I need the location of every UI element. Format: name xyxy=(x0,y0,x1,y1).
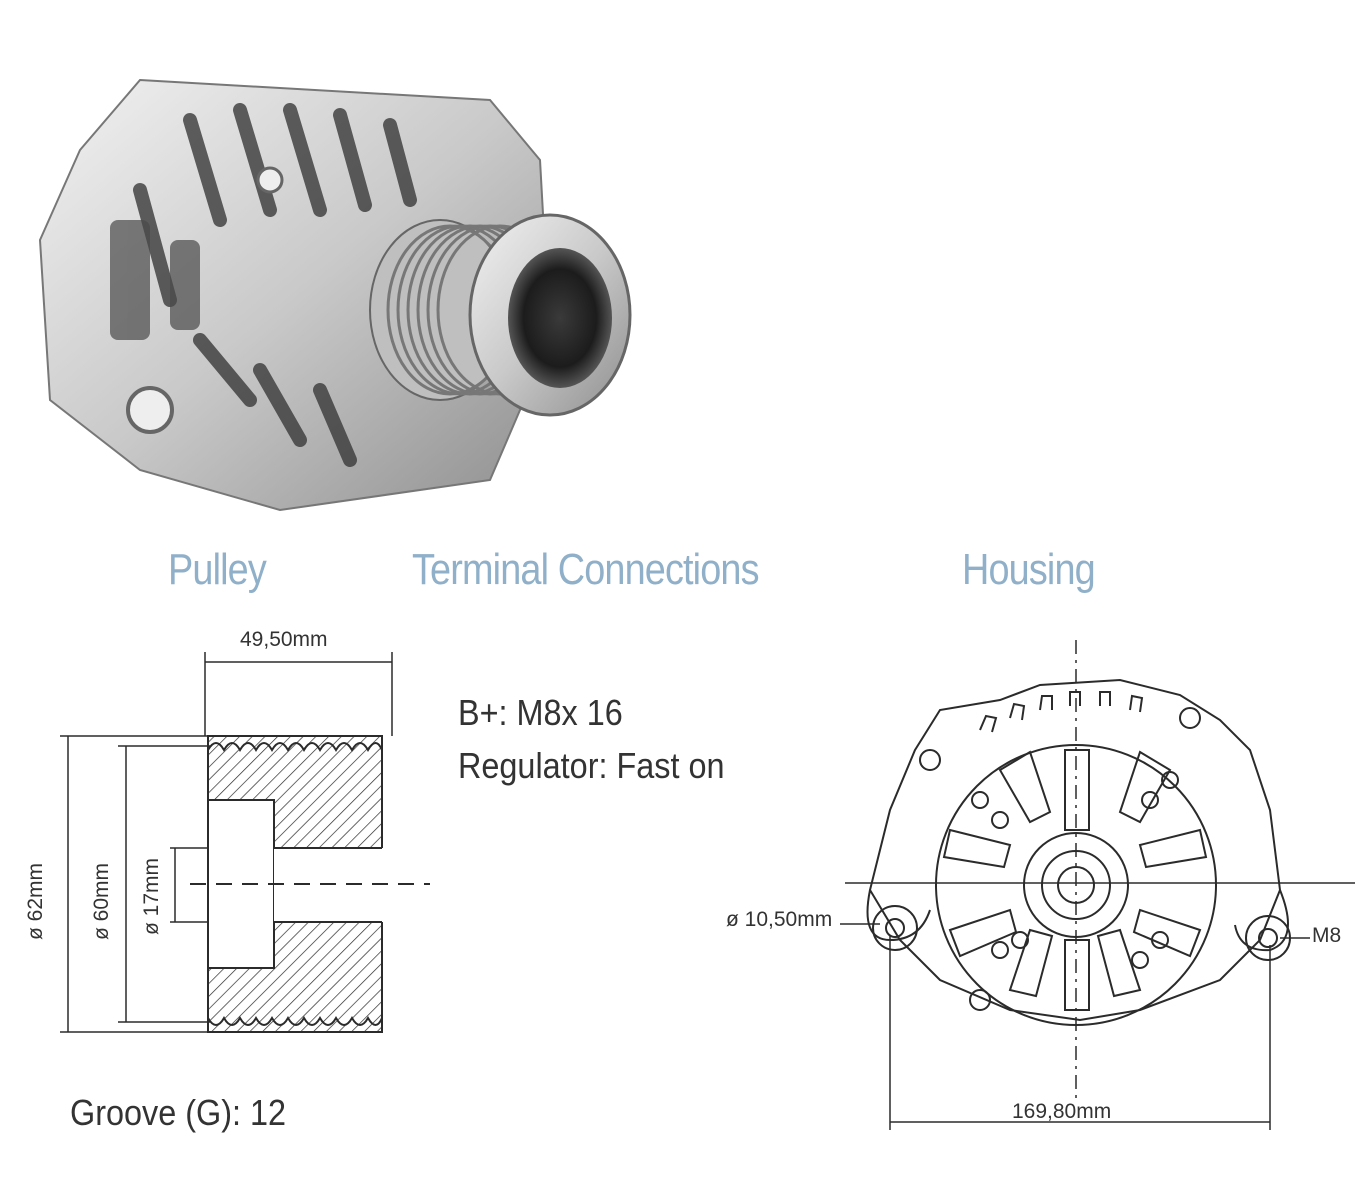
pulley-heading: Pulley xyxy=(168,545,267,594)
outer-diameter-label: ø 62mm xyxy=(24,862,47,940)
mounting-hole-label: ø 10,50mm xyxy=(726,908,833,931)
mid-diameter-label: ø 60mm xyxy=(90,862,113,940)
regulator-terminal-spec: Regulator: Fast on xyxy=(458,745,725,786)
housing-heading: Housing xyxy=(962,545,1096,594)
terminal-connections-heading: Terminal Connections xyxy=(412,545,760,594)
housing-drawing xyxy=(840,640,1355,1130)
pulley-section-drawing xyxy=(60,652,430,1033)
hole-spacing-label: 169,80mm xyxy=(1012,1100,1112,1123)
alternator-photo xyxy=(38,78,632,512)
groove-count-label: Groove (G): 12 xyxy=(70,1092,287,1133)
thread-label: M8 xyxy=(1312,924,1342,947)
bore-diameter-label: ø 17mm xyxy=(140,857,163,935)
pulley-width-label: 49,50mm xyxy=(240,628,328,651)
b-plus-terminal-spec: B+: M8x 16 xyxy=(458,692,623,733)
